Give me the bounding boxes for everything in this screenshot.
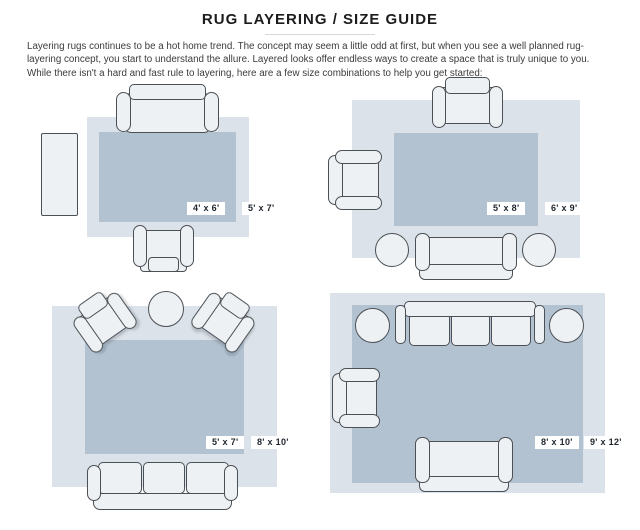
armchair-arm-left (133, 225, 147, 267)
seat-cushion (186, 462, 229, 494)
armchair-body (336, 159, 379, 201)
loveseat-arm-left (415, 437, 430, 483)
armchair-arm-left (432, 86, 446, 128)
armchair-side (332, 368, 380, 428)
loveseat-arm-right (502, 233, 517, 271)
console-table (41, 133, 78, 216)
round-ottoman-right (522, 233, 556, 267)
outer-rug-size-label: 8' x 10' (251, 436, 295, 449)
loveseat (415, 437, 513, 492)
round-side-table-right (549, 308, 584, 343)
intro-text: Layering rugs continues to be a hot home… (27, 41, 590, 79)
seat-cushion (98, 462, 142, 494)
sofa-arm-right (204, 92, 219, 132)
inner-rug (85, 340, 244, 454)
armchair-arm-top (339, 368, 380, 382)
seat-cushion (143, 462, 185, 494)
sofa (116, 84, 219, 133)
sofa-back (93, 493, 232, 510)
sofa-back (129, 84, 206, 100)
sofa-arm-left (87, 465, 101, 501)
outer-rug-size-label: 5' x 7' (242, 202, 281, 215)
sofa-arm-right (534, 305, 545, 344)
inner-rug-size-label: 4' x 6' (187, 202, 226, 215)
armchair-top (432, 77, 503, 128)
round-ottoman-left (375, 233, 409, 267)
armchair-arm-right (180, 225, 194, 267)
armchair-arm-right (489, 86, 503, 128)
seat-cushion (491, 313, 531, 346)
loveseat-back (419, 264, 513, 280)
sofa-arm-right (224, 465, 238, 501)
inner-rug-size-label: 8' x 10' (535, 436, 579, 449)
seat-cushion (409, 313, 450, 346)
sofa-arm-left (395, 305, 406, 344)
inner-rug-size-label: 5' x 8' (487, 202, 526, 215)
sofa-three-seat (87, 462, 238, 510)
loveseat-arm-right (498, 437, 513, 483)
loveseat-body (423, 441, 505, 481)
loveseat (415, 233, 517, 280)
armchair-back (445, 77, 490, 94)
sofa-arm-left (116, 92, 131, 132)
title-divider (265, 34, 375, 35)
armchair-arm-bottom (335, 196, 382, 210)
outer-rug-size-label: 6' x 9' (545, 202, 584, 215)
armchair-arm-top (335, 150, 382, 164)
loveseat-arm-left (415, 233, 430, 271)
sofa-back (404, 301, 536, 317)
armchair-side (328, 150, 382, 210)
armchair-arm-bottom (339, 414, 380, 428)
sofa-three-seat (395, 301, 545, 348)
page-title: RUG LAYERING / SIZE GUIDE (201, 11, 439, 28)
loveseat-back (419, 476, 509, 492)
outer-rug-size-label: 9' x 12' (584, 436, 628, 449)
armchair (133, 225, 194, 272)
armchair-back (148, 257, 179, 272)
seat-cushion (451, 313, 490, 346)
inner-rug-size-label: 5' x 7' (206, 436, 245, 449)
round-side-table-left (355, 308, 390, 343)
round-side-table (148, 291, 184, 327)
